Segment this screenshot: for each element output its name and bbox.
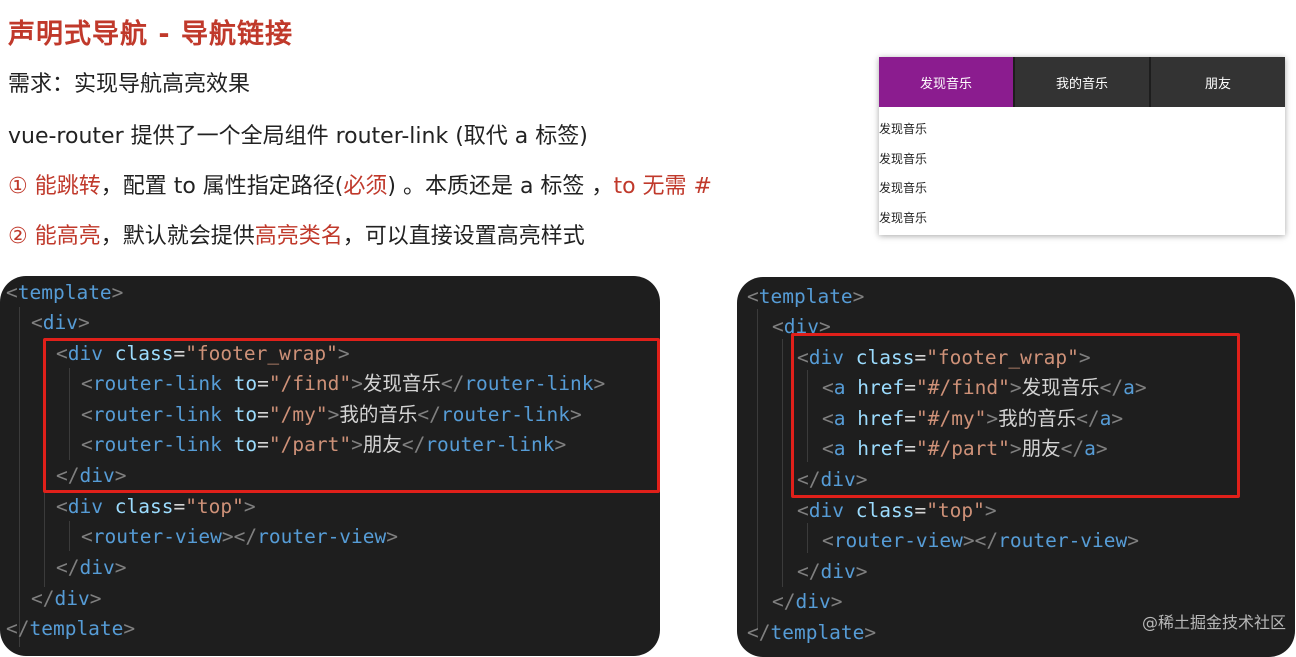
code-line: <a href="#/find">发现音乐</a> — [822, 376, 1147, 399]
point-one-label: ① 能跳转 — [8, 174, 101, 199]
nav-demo-preview: 发现音乐 我的音乐 朋友 发现音乐 发现音乐 发现音乐 发现音乐 — [879, 57, 1285, 235]
page-title: 声明式导航 - 导航链接 — [8, 19, 294, 50]
indent-guide — [807, 370, 808, 462]
indent-guide — [807, 523, 808, 553]
indent-guide — [782, 339, 783, 587]
demo-tab-find[interactable]: 发现音乐 — [879, 57, 1015, 107]
point-two-text: ，默认就会提供 — [100, 224, 255, 249]
code-line: <template> — [6, 281, 124, 304]
code-line: <div> — [31, 311, 90, 334]
code-line: </div> — [56, 556, 127, 579]
code-line: <div class="top"> — [56, 495, 256, 518]
code-panel-anchor-tags: <template> <div> <div class="footer_wrap… — [737, 277, 1295, 657]
router-link-intro-line: vue-router 提供了一个全局组件 router-link (取代 a 标… — [8, 124, 588, 149]
code-line: <template> — [747, 285, 865, 308]
demo-tab-my[interactable]: 我的音乐 — [1015, 57, 1151, 107]
point-two-classname: 高亮类名 — [254, 224, 343, 249]
point-two-text-2: ，可以直接设置高亮样式 — [342, 224, 585, 249]
requirement-line: 需求：实现导航高亮效果 — [8, 72, 251, 97]
code-line: </div> — [56, 464, 127, 487]
demo-content-item: 发现音乐 — [879, 181, 928, 195]
code-line: </template> — [6, 617, 136, 640]
code-line: <router-view></router-view> — [822, 529, 1140, 552]
point-one-line: ① 能跳转，配置 to 属性指定路径(必须) 。本质还是 a 标签 ，to 无需… — [8, 168, 712, 200]
demo-nav-bar: 发现音乐 我的音乐 朋友 — [879, 57, 1285, 107]
point-one-no-hash: to 无需 # — [613, 174, 712, 199]
code-line: <a href="#/part">朋友</a> — [822, 437, 1108, 460]
indent-guide — [19, 307, 20, 647]
code-line: <div class="top"> — [797, 499, 997, 522]
code-line: </div> — [31, 587, 102, 610]
watermark: @稀土掘金技术社区 — [1141, 613, 1286, 632]
highlight-box — [791, 333, 1240, 498]
highlight-box — [43, 338, 660, 493]
point-one-text-2: ) 。本质还是 a 标签 ， — [387, 174, 614, 199]
code-line: <div class="footer_wrap"> — [56, 342, 350, 365]
code-line: </div> — [797, 468, 868, 491]
point-two-line: ② 能高亮，默认就会提供高亮类名，可以直接设置高亮样式 — [8, 218, 585, 250]
indent-guide — [69, 521, 70, 551]
point-one-text: ，配置 to 属性指定路径( — [100, 174, 344, 199]
demo-content-item: 发现音乐 — [879, 210, 928, 225]
indent-guide — [69, 368, 70, 460]
code-line: </div> — [797, 560, 868, 583]
code-line: <div> — [772, 315, 831, 338]
code-line: <div class="footer_wrap"> — [797, 346, 1091, 369]
code-line: <router-link to="/my">我的音乐</router-link> — [81, 403, 582, 426]
demo-tab-friend[interactable]: 朋友 — [1151, 57, 1285, 107]
code-line: </div> — [772, 590, 843, 613]
demo-content-item: 发现音乐 — [879, 122, 928, 136]
demo-content-item: 发现音乐 — [879, 151, 928, 166]
point-one-required: 必须 — [343, 174, 388, 199]
point-two-label: ② 能高亮 — [8, 224, 101, 249]
code-line: <router-view></router-view> — [81, 525, 399, 548]
indent-guide — [757, 309, 758, 629]
code-line: <a href="#/my">我的音乐</a> — [822, 407, 1124, 430]
code-panel-router-link: <template> <div> <div class="footer_wrap… — [0, 276, 660, 656]
demo-content-list: 发现音乐 发现音乐 发现音乐 发现音乐 — [879, 107, 1285, 234]
code-line: <router-link to="/part">朋友</router-link> — [81, 433, 567, 456]
code-line: </template> — [747, 621, 877, 644]
code-line: <router-link to="/find">发现音乐</router-lin… — [81, 372, 606, 395]
